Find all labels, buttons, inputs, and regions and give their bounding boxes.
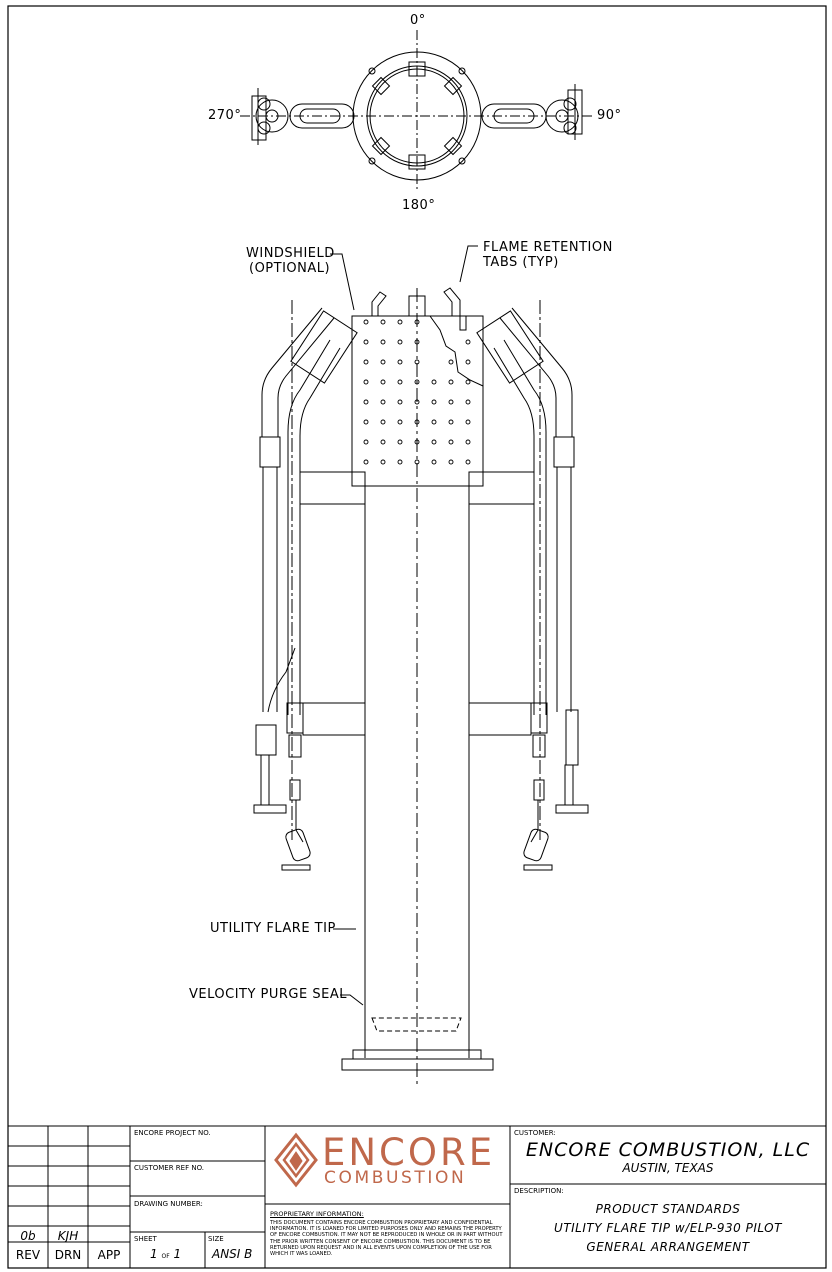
- rev-column-header: REV: [15, 1248, 41, 1262]
- drn-value: KJH: [57, 1229, 79, 1243]
- drawing-number-label: DRAWING NUMBER:: [134, 1200, 203, 1208]
- logo-word-combustion: COMBUSTION: [324, 1168, 467, 1188]
- orientation-0-label: 0°: [410, 13, 426, 28]
- windshield-hole: [465, 359, 471, 365]
- customer-label: CUSTOMER:: [514, 1129, 556, 1137]
- description-label: DESCRIPTION:: [514, 1187, 564, 1195]
- customer-name: ENCORE COMBUSTION, LLC: [525, 1139, 811, 1161]
- windshield-hole: [397, 379, 403, 385]
- windshield-hole: [431, 459, 437, 465]
- windshield-hole: [414, 419, 420, 425]
- windshield-hole: [414, 379, 420, 385]
- windshield-hole: [465, 399, 471, 405]
- windshield-holes: [363, 319, 471, 465]
- sheet-of: OF: [161, 1253, 170, 1260]
- flame-tabs-callout-line2: TABS (TYP): [483, 255, 559, 270]
- windshield-hole: [414, 439, 420, 445]
- sheet-border: [7, 5, 827, 1269]
- windshield-hole: [448, 439, 454, 445]
- windshield-hole: [448, 419, 454, 425]
- windshield-hole: [380, 419, 386, 425]
- app-column-header: APP: [97, 1248, 121, 1262]
- windshield-hole: [363, 419, 369, 425]
- windshield-hole: [363, 399, 369, 405]
- velocity-purge-seal-callout: VELOCITY PURGE SEAL: [189, 987, 347, 1002]
- windshield-hole: [397, 339, 403, 345]
- windshield-hole: [465, 419, 471, 425]
- rev-value: 0b: [20, 1229, 36, 1243]
- windshield-hole: [414, 459, 420, 465]
- proprietary-text: THIS DOCUMENT CONTAINS ENCORE COMBUSTION…: [270, 1220, 503, 1258]
- windshield-callout-line2: (OPTIONAL): [249, 261, 331, 276]
- description-line1: PRODUCT STANDARDS: [595, 1202, 741, 1216]
- description-line3: GENERAL ARRANGEMENT: [586, 1240, 750, 1254]
- windshield-hole: [465, 339, 471, 345]
- windshield-hole: [380, 439, 386, 445]
- flame-tabs-callout-line1: FLAME RETENTION: [483, 240, 613, 255]
- orientation-270-label: 270°: [208, 108, 242, 123]
- windshield-hole: [431, 399, 437, 405]
- windshield-hole: [363, 379, 369, 385]
- windshield-hole: [465, 459, 471, 465]
- windshield-hole: [465, 439, 471, 445]
- size-label: SIZE: [208, 1235, 224, 1243]
- logo-word-encore: ENCORE: [322, 1131, 496, 1174]
- windshield-hole: [380, 459, 386, 465]
- windshield-hole: [363, 439, 369, 445]
- windshield-hole: [380, 319, 386, 325]
- windshield-hole: [397, 439, 403, 445]
- windshield-hole: [380, 399, 386, 405]
- title-block-lines: [8, 1125, 826, 1268]
- windshield-hole: [448, 359, 454, 365]
- windshield-callout-line1: WINDSHIELD: [246, 246, 335, 261]
- windshield-hole: [414, 399, 420, 405]
- windshield-hole: [414, 319, 420, 325]
- windshield-hole: [380, 359, 386, 365]
- windshield-hole: [363, 459, 369, 465]
- windshield-hole: [397, 399, 403, 405]
- right-pilot-assembly: [476, 300, 589, 871]
- windshield-hole: [397, 359, 403, 365]
- encore-project-no-label: ENCORE PROJECT NO.: [134, 1129, 211, 1137]
- windshield-hole: [397, 319, 403, 325]
- plan-view: [240, 30, 592, 192]
- left-pilot-assembly: [253, 300, 358, 871]
- size-value: ANSI B: [212, 1247, 253, 1261]
- windshield-hole: [380, 339, 386, 345]
- utility-flare-tip-callout: UTILITY FLARE TIP: [210, 921, 336, 936]
- windshield-hole: [465, 379, 471, 385]
- windshield-hole: [397, 459, 403, 465]
- windshield-hole: [363, 319, 369, 325]
- orientation-180-label: 180°: [402, 198, 436, 213]
- customer-location: AUSTIN, TEXAS: [622, 1161, 714, 1175]
- proprietary-heading: PROPRIETARY INFORMATION:: [270, 1210, 364, 1218]
- sheet-total: 1: [173, 1247, 182, 1261]
- sheet-label: SHEET: [134, 1235, 157, 1243]
- elevation-view: [299, 245, 535, 1085]
- windshield-hole: [431, 439, 437, 445]
- windshield-hole: [380, 379, 386, 385]
- windshield-hole: [448, 459, 454, 465]
- orientation-90-label: 90°: [597, 108, 622, 123]
- windshield-hole: [448, 379, 454, 385]
- sheet-value: 1 OF 1: [150, 1247, 181, 1261]
- windshield-hole: [448, 399, 454, 405]
- windshield-hole: [363, 339, 369, 345]
- windshield-hole: [414, 359, 420, 365]
- windshield-hole: [414, 339, 420, 345]
- drn-column-header: DRN: [54, 1248, 82, 1262]
- encore-logo-mark: [274, 1132, 318, 1188]
- windshield-hole: [397, 419, 403, 425]
- windshield-hole: [363, 359, 369, 365]
- customer-ref-no-label: CUSTOMER REF NO.: [134, 1164, 205, 1172]
- windshield-hole: [431, 379, 437, 385]
- sheet-number: 1: [150, 1247, 158, 1261]
- windshield-hole: [431, 419, 437, 425]
- description-line2: UTILITY FLARE TIP w/ELP-930 PILOT: [554, 1221, 782, 1235]
